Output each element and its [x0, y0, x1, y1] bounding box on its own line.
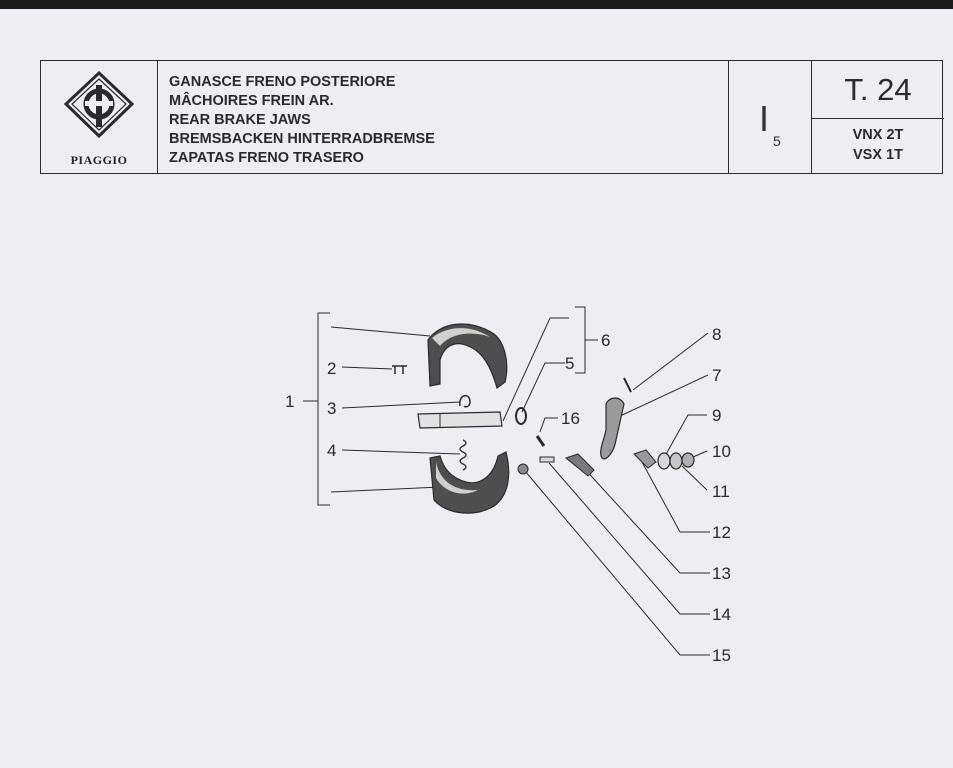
part-8-cotter-pin: [623, 377, 632, 393]
title-fr: MÂCHOIRES FREIN AR.: [169, 93, 334, 109]
callout-14: 14: [712, 605, 731, 624]
part-5-o-ring: [515, 407, 527, 425]
callout-11: 11: [712, 482, 730, 501]
callout-16: 16: [561, 409, 580, 428]
callout-5: 5: [565, 354, 574, 373]
part-16-pin: [535, 435, 546, 447]
part-11-washer: [669, 452, 683, 470]
title-de: BREMSBACKEN HINTERRADBREMSE: [169, 131, 435, 147]
part-15-screw: [517, 463, 529, 475]
scan-top-edge: [0, 0, 953, 9]
part-4-return-spring: [459, 439, 467, 471]
leader-lines: [303, 306, 710, 656]
part-3-small-spring: [459, 394, 471, 408]
model-vnx: VNX 2T: [852, 127, 904, 143]
brake-cam-shaft: [417, 411, 503, 429]
section-letter: I: [759, 98, 770, 139]
table-cell: T. 24 VNX 2T VSX 1T: [812, 61, 944, 173]
callout-9: 9: [712, 406, 721, 425]
callout-7: 7: [712, 366, 721, 385]
title-es: ZAPATAS FRENO TRASERO: [169, 150, 364, 166]
callout-1: 1: [285, 392, 294, 411]
brand-name: PIAGGIO: [70, 153, 128, 167]
section-cell: I 5: [729, 61, 812, 173]
titles-cell: GANASCE FRENO POSTERIORE MÂCHOIRES FREIN…: [158, 61, 729, 173]
piaggio-logo-icon: [63, 70, 135, 139]
section-subscript: 5: [773, 133, 781, 149]
part-12-plate: [633, 449, 657, 469]
part-14-pin: [539, 456, 555, 463]
part-7-lever: [600, 397, 625, 460]
table-number: T. 24: [812, 61, 944, 119]
callout-3: 3: [327, 399, 336, 418]
title-it: GANASCE FRENO POSTERIORE: [169, 74, 396, 90]
callout-2: 2: [327, 359, 336, 378]
callout-15: 15: [712, 646, 731, 665]
model-vsx: VSX 1T: [853, 147, 903, 163]
callout-8: 8: [712, 325, 721, 344]
upper-brake-shoe: [427, 323, 508, 390]
callout-4: 4: [327, 441, 336, 460]
logo-cell: PIAGGIO: [41, 61, 158, 173]
title-block: PIAGGIO GANASCE FRENO POSTERIORE MÂCHOIR…: [40, 60, 944, 174]
part-13-link: [564, 453, 595, 477]
part-10-nut: [681, 452, 695, 468]
part-2-spring-clip: [392, 365, 407, 374]
callout-13: 13: [712, 564, 731, 583]
callout-12: 12: [712, 523, 731, 542]
callout-labels: 1 2 3 4 5 6 7 8 9 10 11 12 13 14 15 16: [285, 325, 731, 665]
callout-10: 10: [712, 442, 731, 461]
part-9-washer: [657, 452, 671, 470]
lower-brake-shoe: [429, 451, 510, 514]
title-en: REAR BRAKE JAWS: [169, 112, 311, 128]
callout-6: 6: [601, 331, 610, 350]
